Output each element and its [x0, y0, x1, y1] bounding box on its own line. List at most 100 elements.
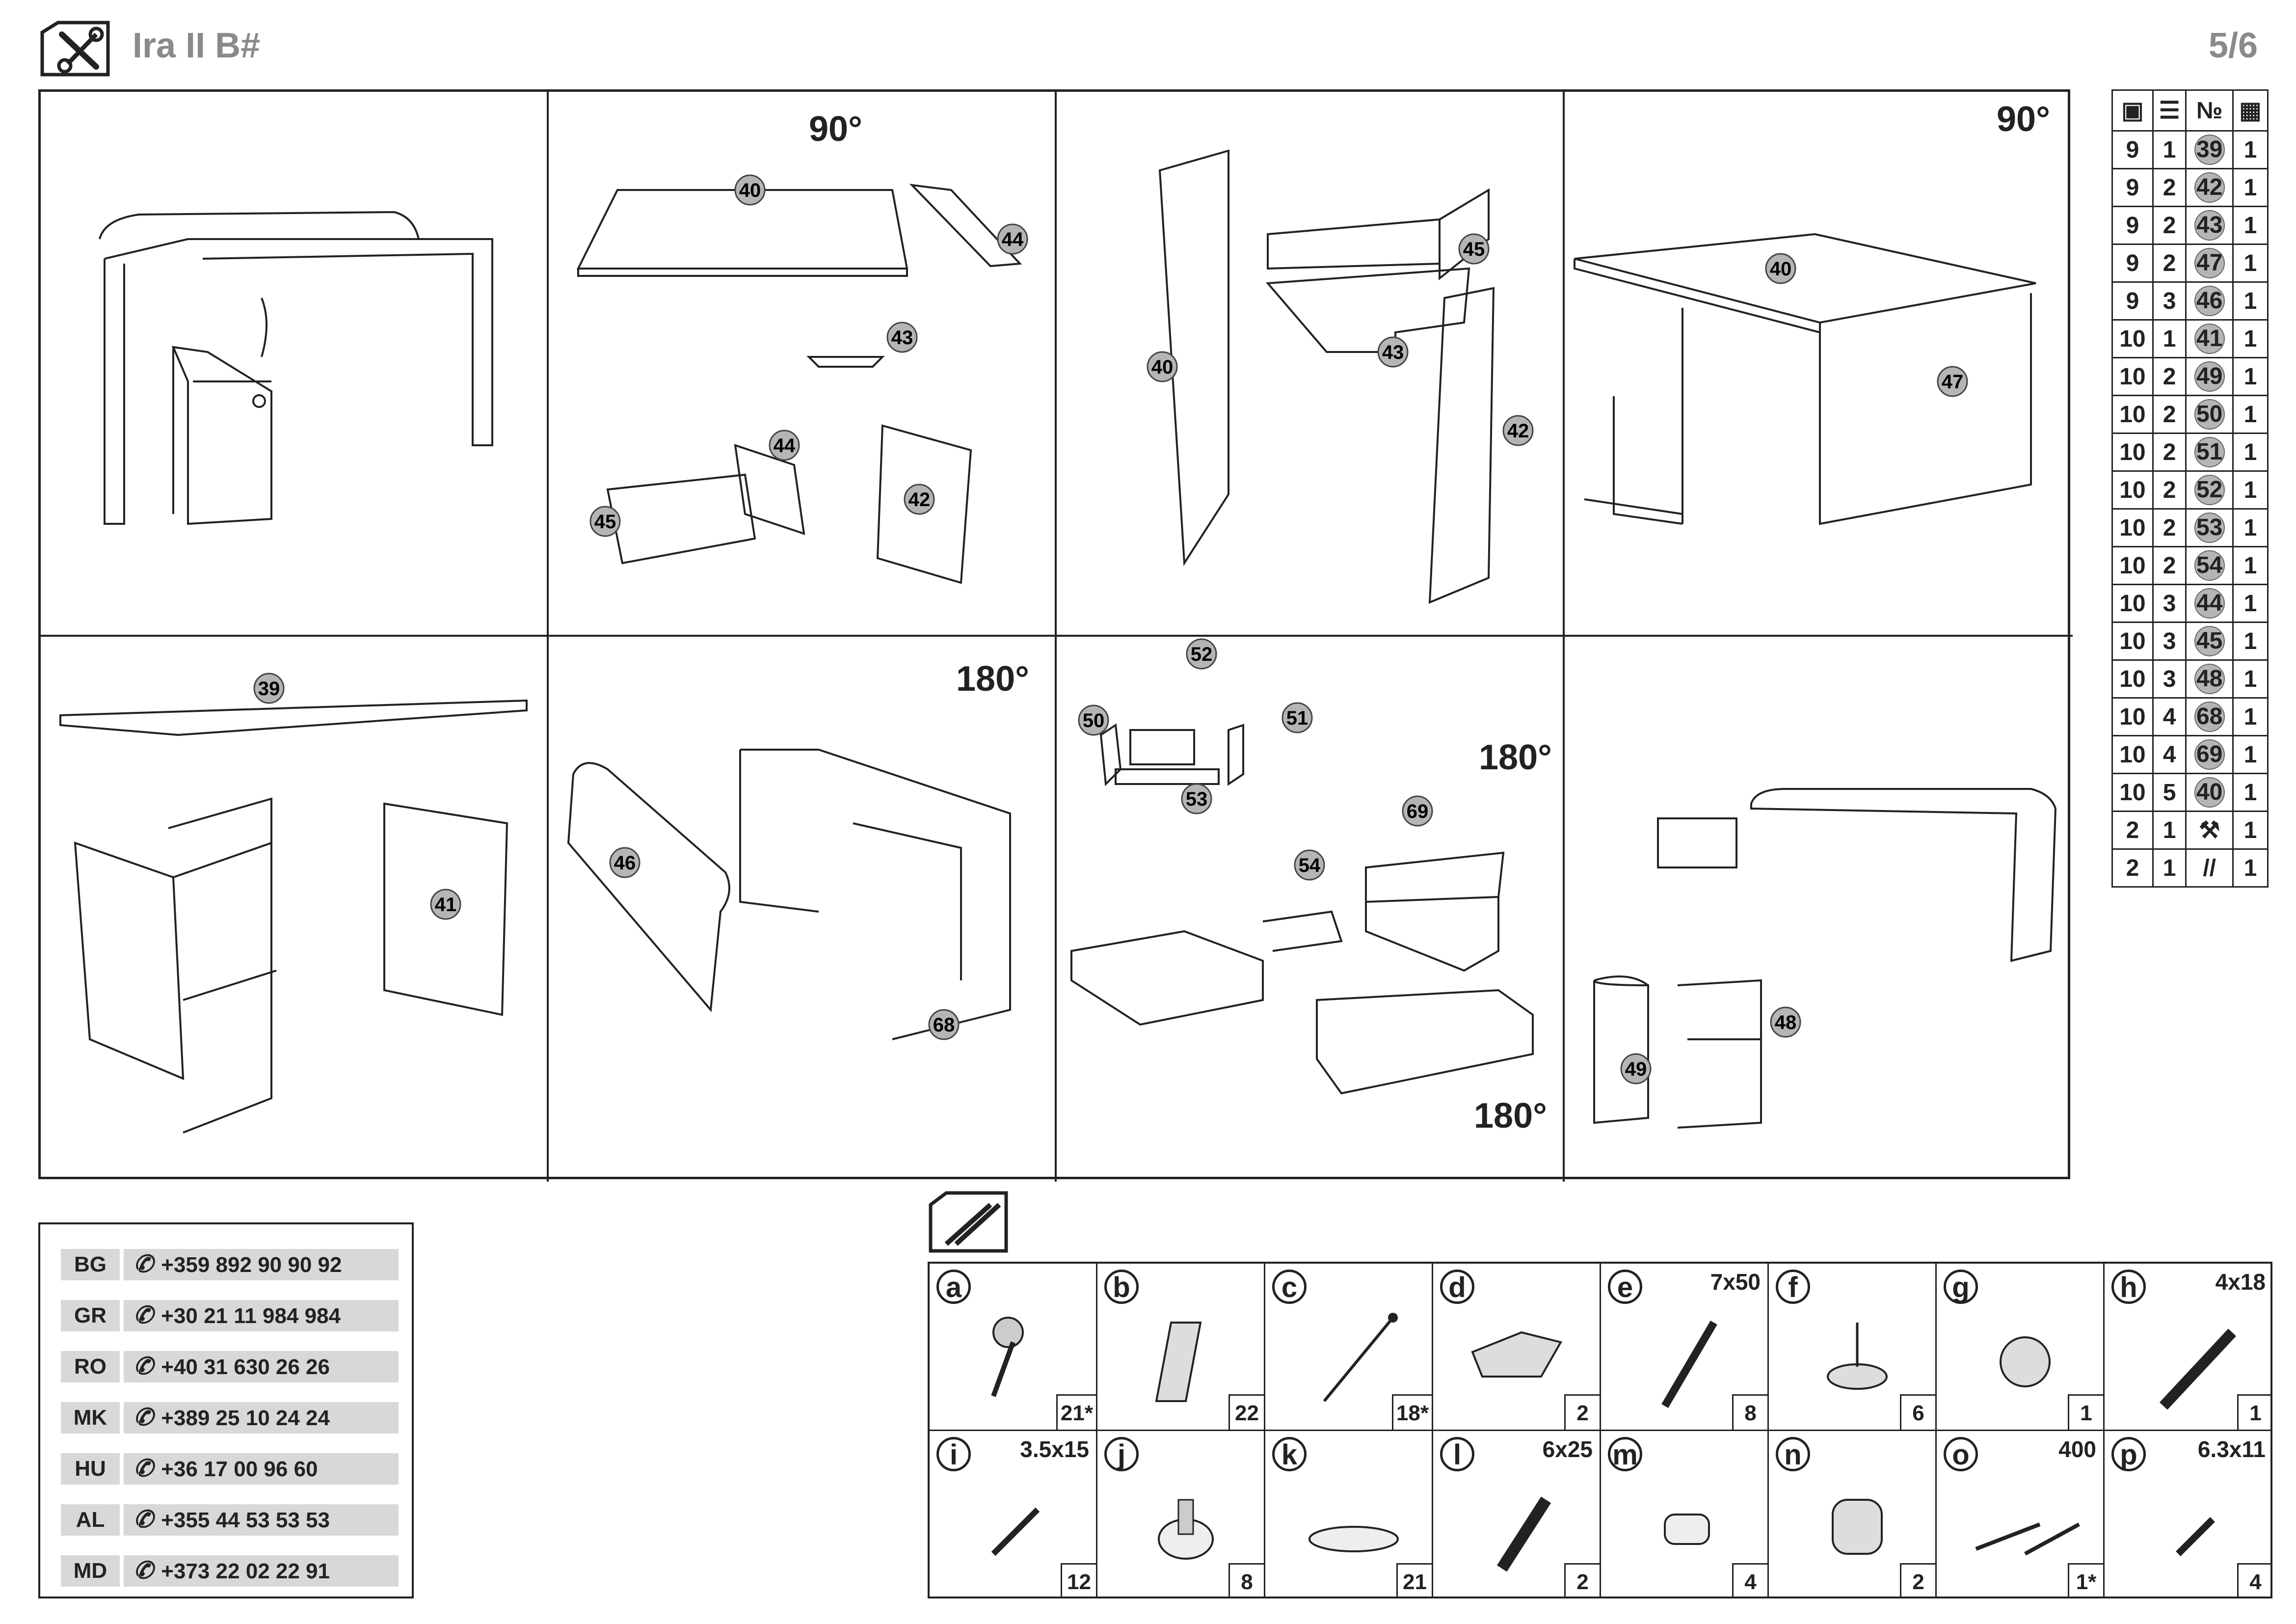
part-number-bubble: 41 — [2194, 324, 2225, 354]
svg-text:54: 54 — [1299, 855, 1321, 876]
step-5-panel: 39 41 — [41, 637, 549, 1182]
box-number: 10 — [2111, 773, 2154, 812]
hardware-letter: c — [1272, 1270, 1307, 1304]
phone-number-text: +36 17 00 96 60 — [161, 1457, 318, 1481]
part-count: 1 — [2232, 508, 2269, 547]
part-number: 52 — [2185, 470, 2234, 510]
svg-text:51: 51 — [1286, 707, 1308, 729]
part-number-bubble: 46 — [2194, 286, 2225, 316]
box-number: 2 — [2111, 811, 2154, 850]
package-count: 5 — [2152, 773, 2187, 812]
part-number-bubble: 53 — [2194, 513, 2225, 543]
svg-text:44: 44 — [1002, 229, 1024, 250]
box-number: 10 — [2111, 546, 2154, 585]
phone-number: ✆+389 25 10 24 24 — [124, 1402, 399, 1434]
part-number: 39 — [2185, 130, 2234, 169]
package-count: 2 — [2152, 244, 2187, 283]
hardware-size: 400 — [2058, 1436, 2096, 1462]
part-number-bubble: 51 — [2194, 437, 2225, 467]
fittings-bag-icon — [927, 1190, 1010, 1254]
hardware-quantity: 21* — [1056, 1394, 1096, 1430]
hardware-letter: o — [1944, 1437, 1978, 1471]
hardware-letter: p — [2111, 1437, 2146, 1471]
step-7-illustration: 180° 180° 52 50 51 53 54 69 — [1070, 638, 1552, 1136]
part-count: 1 — [2232, 470, 2269, 510]
box-number: 10 — [2111, 395, 2154, 434]
phone-number: ✆+30 21 11 984 984 — [124, 1300, 399, 1331]
svg-text:40: 40 — [1770, 258, 1792, 280]
part-count: 1 — [2232, 773, 2269, 812]
part-count: 1 — [2232, 659, 2269, 699]
screwdriver-wrench-icon: ⚒ — [2185, 811, 2234, 850]
svg-text:39: 39 — [258, 678, 280, 700]
part-count: 1 — [2232, 168, 2269, 207]
phone-handset-icon: ✆ — [133, 1558, 154, 1584]
box-number: 9 — [2111, 244, 2154, 283]
step-3-illustration: 45 40 43 42 — [1147, 149, 1534, 604]
hardware-letter: i — [936, 1437, 971, 1471]
hardware-quantity: 1 — [2068, 1394, 2103, 1430]
hardware-quantity: 2 — [1564, 1394, 1600, 1430]
phone-handset-icon: ✆ — [133, 1456, 154, 1482]
part-number: 40 — [2185, 773, 2234, 812]
part-number-bubble: 44 — [2194, 588, 2225, 619]
box-number: 9 — [2111, 130, 2154, 169]
hardware-quantity: 4 — [1732, 1563, 1767, 1598]
svg-text:41: 41 — [435, 894, 457, 916]
hardware-quantity: 6 — [1900, 1394, 1935, 1430]
part-number-bubble: 69 — [2194, 739, 2225, 770]
part-number-bubble: 52 — [2194, 475, 2225, 505]
part-count: 1 — [2232, 206, 2269, 245]
country-code: BG — [61, 1249, 120, 1280]
part-number: 47 — [2185, 244, 2234, 283]
package-count: 3 — [2152, 622, 2187, 661]
rotation-label: 90° — [809, 109, 862, 149]
part-number: 43 — [2185, 206, 2234, 245]
part-count: 1 — [2232, 811, 2269, 850]
part-number: 54 — [2185, 546, 2234, 585]
svg-text:44: 44 — [774, 435, 796, 457]
box-number: 10 — [2111, 735, 2154, 774]
package-count: 1 — [2152, 811, 2187, 850]
part-number: 46 — [2185, 281, 2234, 321]
package-count: 2 — [2152, 357, 2187, 396]
part-number: 69 — [2185, 735, 2234, 774]
hardware-quantity: 1* — [2068, 1563, 2103, 1598]
box-number: 10 — [2111, 659, 2154, 699]
hardware-quantity: 8 — [1228, 1563, 1264, 1598]
phone-number-text: +40 31 630 26 26 — [161, 1355, 330, 1379]
part-count: 1 — [2232, 357, 2269, 396]
step-8-illustration: 48 49 — [1593, 788, 2057, 1129]
step-5-illustration: 39 41 — [59, 673, 528, 1134]
country-code: MK — [61, 1402, 120, 1434]
svg-text:47: 47 — [1942, 371, 1964, 393]
document-title: Ira II B# — [133, 26, 261, 65]
stack-icon: ☰ — [2152, 89, 2187, 132]
rotation-label: 90° — [1997, 100, 2050, 139]
box-number: 10 — [2111, 622, 2154, 661]
country-code: RO — [61, 1351, 120, 1382]
package-count: 2 — [2152, 206, 2187, 245]
part-number: 68 — [2185, 697, 2234, 736]
phone-number: ✆+359 892 90 90 92 — [124, 1249, 399, 1280]
box-number: 10 — [2111, 697, 2154, 736]
part-number-bubble: 45 — [2194, 626, 2225, 656]
